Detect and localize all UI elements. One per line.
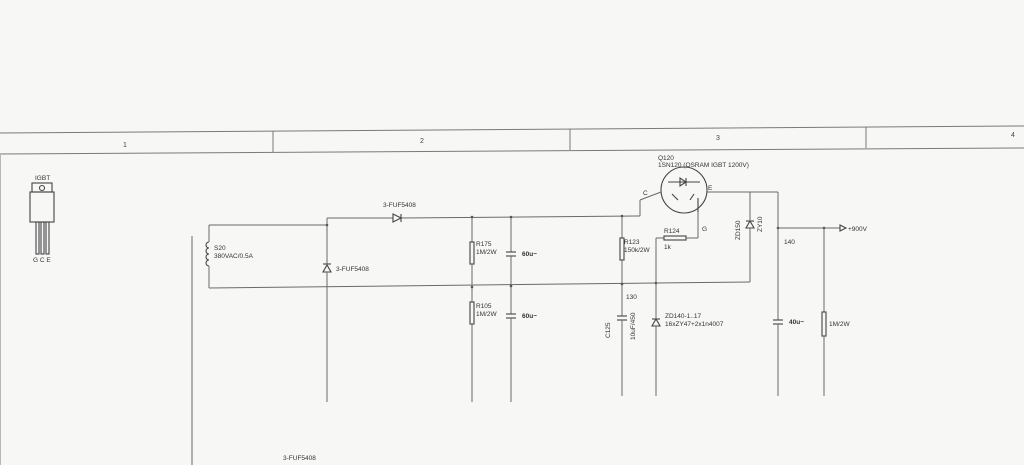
r123-value: 150k/2W <box>624 247 651 254</box>
zone-label-4: 4 <box>1011 132 1015 139</box>
r175-ref: R175 <box>476 241 492 248</box>
capacitor-output-value: 40u~ <box>789 319 804 326</box>
resistor-r175-icon <box>469 217 475 302</box>
r105-ref: R105 <box>476 303 492 310</box>
q120-pin-g: G <box>702 226 707 233</box>
diode-vertical-label: 3-FUF5408 <box>336 266 369 273</box>
diode-top-icon <box>392 213 403 223</box>
r124-value: 1k <box>664 244 672 251</box>
transformer-ref: S20 <box>214 245 226 252</box>
capacitor-1-value: 60u~ <box>522 251 537 258</box>
return-wire <box>208 282 657 289</box>
junction-dot <box>509 215 513 219</box>
junction-dot <box>470 285 474 289</box>
node-130-label: 130 <box>626 294 637 301</box>
zd140-value: 16xZY47+2x1n4007 <box>665 321 724 328</box>
node-140-label: 140 <box>784 239 795 246</box>
zone-label-2: 2 <box>420 138 424 145</box>
q120-part: 1SN120 (OSRAM IGBT 1200V) <box>658 162 749 169</box>
transformer-icon <box>205 225 210 288</box>
zd150-value: ZY10 <box>757 216 764 232</box>
drawing-frame <box>0 125 1024 465</box>
resistor-output-icon <box>821 228 827 396</box>
zener-zd140-icon <box>651 238 661 396</box>
junction-dot <box>325 223 329 227</box>
capacitor-c125-icon <box>617 315 627 396</box>
q120-pin-c: C <box>643 190 648 197</box>
c125-ref: C125 <box>605 322 612 338</box>
zone-label-1: 1 <box>123 142 127 149</box>
output-rail <box>750 191 848 232</box>
output-label: +900V <box>848 226 868 233</box>
resistor-r123-icon <box>619 216 625 316</box>
zener-zd150-icon <box>655 192 755 284</box>
igbt-package-icon <box>29 182 55 255</box>
capacitor-2-value: 60u~ <box>522 313 537 320</box>
r124-ref: R124 <box>664 228 680 235</box>
junction-dot <box>509 284 513 288</box>
zd140-ref: ZD140-1..17 <box>665 313 702 320</box>
transformer-value: 380VAC/0.5A <box>214 253 254 260</box>
top-wire <box>209 200 641 226</box>
diode-top-label: 3-FUF5408 <box>383 202 416 209</box>
zd150-ref: ZD150 <box>735 220 742 240</box>
igbt-title: IGBT <box>35 175 50 182</box>
r175-value: 1M/2W <box>476 249 497 256</box>
resistor-r124-icon <box>656 212 699 241</box>
c125-value: 10uF/450 <box>630 312 637 340</box>
junction-dot <box>620 214 624 218</box>
q120-ref: Q120 <box>658 155 674 162</box>
r105-value: 1M/2W <box>476 311 497 318</box>
resistor-r105-icon <box>469 301 475 402</box>
junction-dot <box>470 215 474 219</box>
capacitor-output-icon <box>773 228 783 396</box>
capacitor-column-icon <box>506 217 516 402</box>
resistor-output-value: 1M/2W <box>829 321 850 328</box>
igbt-pins: G C E <box>33 257 51 264</box>
igbt-transistor-icon <box>639 166 750 214</box>
diode-bottom-label: 3-FUF5408 <box>283 455 316 462</box>
r123-ref: R123 <box>624 239 640 246</box>
zone-label-3: 3 <box>716 135 720 142</box>
junction-dot <box>620 282 624 286</box>
diode-vertical-icon <box>322 225 332 402</box>
q120-pin-e: E <box>708 185 713 192</box>
